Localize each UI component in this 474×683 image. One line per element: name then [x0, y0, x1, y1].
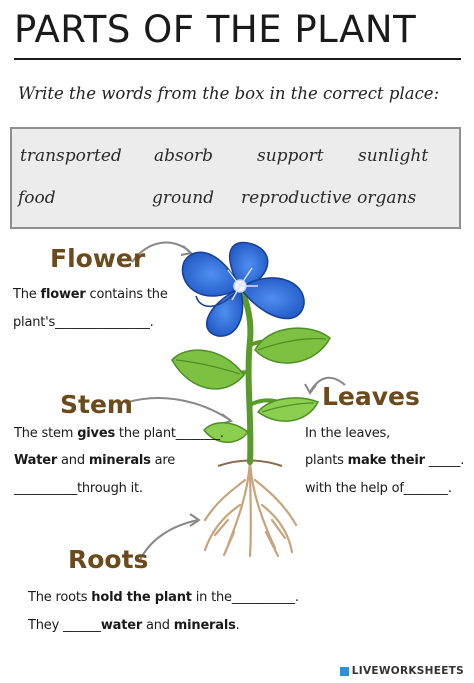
flower-line-1: The flower contains the: [13, 287, 168, 302]
roots-arrow: [139, 519, 199, 561]
word-box: [10, 127, 461, 229]
roots-heading: Roots: [68, 545, 149, 574]
title-underline: [14, 58, 461, 60]
word-transported: transported: [20, 146, 122, 166]
page-title: PARTS OF THE PLANT: [14, 8, 417, 51]
logo-square-icon: [339, 666, 349, 676]
word-support: support: [257, 146, 324, 166]
leaves-shape: [171, 327, 331, 443]
word-absorb: absorb: [154, 146, 213, 166]
stem-heading: Stem: [60, 390, 133, 419]
stem-shape: [239, 289, 254, 465]
word-sunlight: sunlight: [358, 146, 429, 166]
stem-line-3: __________through it.: [14, 481, 143, 496]
stem-line-2: Water and minerals are: [14, 453, 176, 468]
stem-line-1: The stem gives the plant_______.: [14, 426, 224, 441]
word-reproductive-organs: reproductive organs: [241, 188, 417, 208]
leaves-line-2: plants make their _____.: [305, 453, 465, 468]
flower-shape: [181, 241, 305, 337]
instruction-text: Write the words from the box in the corr…: [18, 84, 440, 103]
stem-arrow: [124, 397, 231, 421]
footer-brand-text: LIVEWORKSHEETS: [351, 665, 464, 677]
word-food: food: [18, 188, 56, 208]
flower-heading: Flower: [50, 244, 146, 273]
roots-line-2: They ______water and minerals.: [28, 618, 240, 633]
flower-line-2: plant's_______________.: [13, 315, 154, 330]
leaves-heading: Leaves: [322, 382, 420, 411]
roots-line-1: The roots hold the plant in the_________…: [28, 590, 299, 605]
liveworksheets-logo: LIVEWORKSHEETS: [339, 665, 464, 677]
leaves-line-1: In the leaves,: [305, 426, 391, 441]
word-ground: ground: [152, 188, 215, 208]
leaves-line-3: with the help of_______.: [305, 481, 452, 496]
roots-shape: [203, 460, 298, 558]
